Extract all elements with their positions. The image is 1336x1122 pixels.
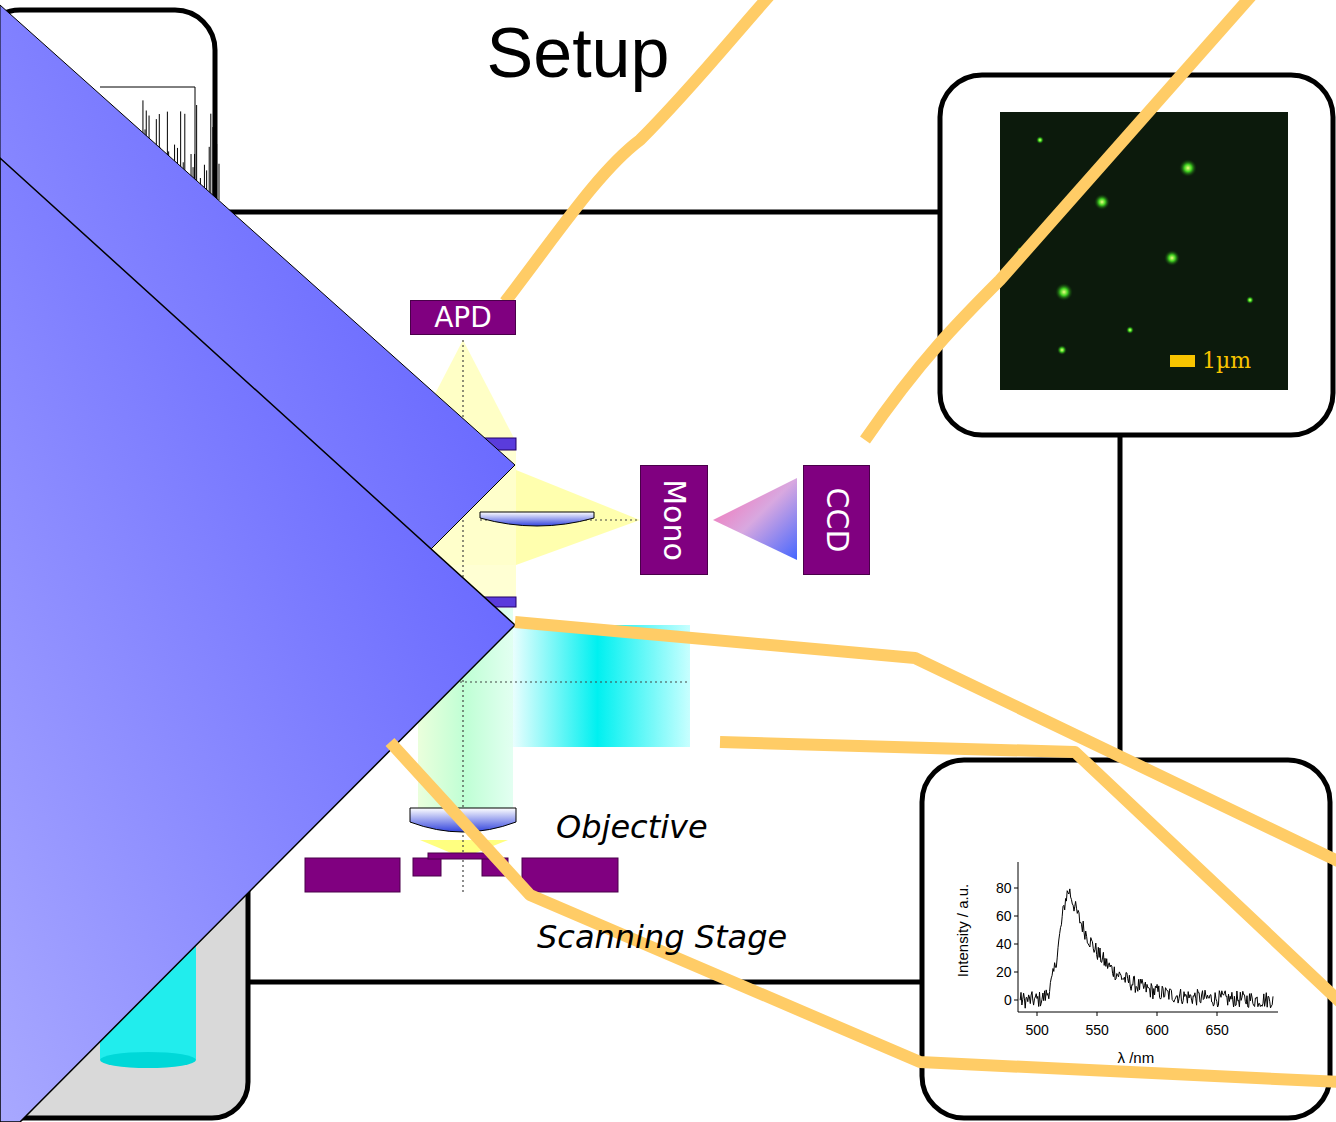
tick-label: 80 — [996, 881, 1012, 895]
spectrum-spike — [212, 127, 213, 200]
chart-axes — [1014, 862, 1278, 1016]
overlay-sheet — [0, 158, 515, 1122]
fluorescent-spot — [1246, 296, 1254, 304]
spectrum-spike — [218, 164, 219, 200]
fluorescent-spot — [1164, 250, 1180, 266]
fluorescence-image — [1000, 112, 1288, 390]
fluorescent-spot — [1094, 194, 1110, 210]
tick-label: 20 — [996, 965, 1012, 979]
lens — [480, 512, 594, 526]
dispersed-light — [713, 478, 797, 560]
instrument-label: Mono — [659, 479, 689, 561]
tick-label: 60 — [996, 909, 1012, 923]
cuvette-base — [100, 1052, 196, 1068]
spectrum-spike — [216, 144, 217, 200]
tick-label: 0 — [1004, 993, 1012, 1007]
decorative-streaks — [390, 0, 1336, 1082]
instrument-label: CCD — [822, 488, 852, 553]
thumbnail-border — [100, 87, 195, 88]
instrument-box: CCD — [803, 465, 870, 575]
tick-label: 500 — [1026, 1023, 1049, 1037]
scale-label: 1µm — [1202, 350, 1251, 372]
slide-title: Setup — [487, 18, 670, 88]
fluorescent-spot — [1057, 345, 1067, 355]
scanning-stage — [305, 853, 618, 892]
fluorescent-spot — [1179, 159, 1197, 177]
axis-title: λ /nm — [1118, 1050, 1155, 1065]
laser-beam — [505, 625, 690, 747]
scale-bar — [1170, 355, 1195, 367]
tick-label: 550 — [1086, 1023, 1109, 1037]
fluorescent-spot — [1126, 326, 1134, 334]
instrument-box: APD — [410, 300, 516, 335]
axis-title: Intensity / a.u. — [955, 883, 970, 976]
tick-label: 600 — [1146, 1023, 1169, 1037]
tick-label: 40 — [996, 937, 1012, 951]
fluorescent-spot — [1036, 136, 1044, 144]
fluorescent-spots — [1017, 136, 1254, 355]
instrument-box: Mono — [640, 465, 708, 575]
part-name: Objective — [556, 811, 708, 843]
fluorescent-spot — [1055, 283, 1073, 301]
instrument-label: APD — [434, 304, 492, 332]
spectrum-spike — [214, 140, 215, 200]
spectrum-spike — [210, 114, 211, 200]
part-name: Scanning Stage — [537, 921, 787, 953]
tick-label: 650 — [1206, 1023, 1229, 1037]
